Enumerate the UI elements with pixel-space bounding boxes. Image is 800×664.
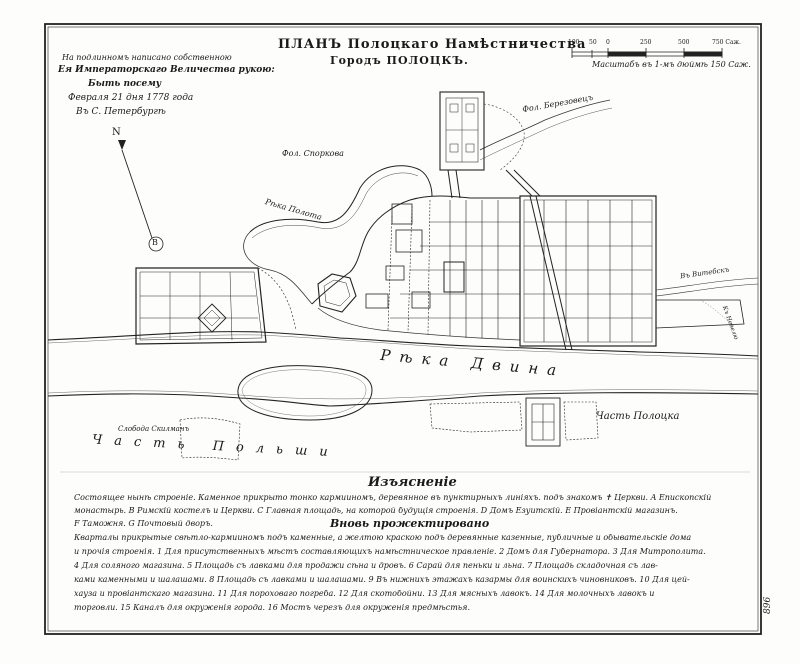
legend-line-8: хауза и провiантскаго магазина. 11 Для п… — [74, 590, 655, 598]
river-dvina-north-bank — [47, 331, 759, 357]
margin-note: 896 — [763, 596, 773, 614]
legend-line-1: Состоящее нынѣ строенiе. Каменное прикры… — [74, 494, 712, 502]
legend-line-6: 4 Для соляного магазина. 5 Площадь съ ла… — [74, 562, 658, 570]
northern-fortification — [439, 91, 485, 171]
old-town-outline — [311, 195, 521, 346]
map-frame — [44, 23, 762, 635]
scale-tick-0: 100 — [568, 39, 580, 46]
river-polota — [249, 165, 433, 233]
scale-tick-4: 500 — [678, 39, 690, 46]
compass-north-label: N — [112, 127, 121, 138]
southern-suburb — [179, 397, 599, 461]
river-dvina-south-bank — [47, 392, 759, 407]
approval-line-2: Ея Императорскаго Величества рукою: — [58, 65, 275, 75]
new-town-grid — [519, 195, 657, 351]
river-island — [237, 365, 373, 421]
legend-line-7: ками каменными и шалашами. 8 Площадь съ … — [74, 576, 690, 584]
map-title: ПЛАНЪ Полоцкаго Намѣстничества — [278, 37, 587, 52]
legend-line-5: и прочiя строенiя. 1 Для присутственныхъ… — [74, 548, 706, 556]
label-part-polotsk: Часть Полоцка — [596, 411, 680, 422]
scale-tick-3: 250 — [640, 39, 652, 46]
approval-line-1: На подлинномъ написано собственною — [62, 53, 232, 62]
legend-line-3: F Таможня. G Почтовый дворъ. — [74, 520, 213, 528]
legend-title: Изъясненiе — [368, 475, 457, 490]
map-subtitle: Городъ ПОЛОЦКЪ. — [330, 54, 469, 67]
scale-caption: Масштабъ въ 1-мъ дюймѣ 150 Саж. — [592, 60, 751, 69]
compass-point-label: B — [152, 238, 158, 247]
scale-tick-5: 750 Саж. — [712, 39, 741, 46]
approval-line-3: Быть посему — [88, 79, 162, 89]
central-grid — [387, 199, 520, 339]
label-sloboda-sporkova: Фол. Спорковa — [282, 149, 344, 158]
upper-castle — [317, 203, 465, 313]
compass-needle — [118, 140, 164, 252]
legend-subtitle: Вновь прожектировано — [330, 517, 490, 530]
legend-line-4: Кварталы прикрытые свѣтло-кармииномъ под… — [74, 534, 692, 542]
scale-bar — [571, 48, 723, 58]
scale-tick-2: 0 — [606, 39, 610, 46]
western-fortification — [135, 267, 297, 345]
legend-line-9: торговли. 15 Каналъ для окруженiя города… — [74, 604, 471, 612]
legend-line-2: монастырь. B Римскiй костелъ и Церкви. C… — [74, 507, 678, 515]
approval-line-4: Февраля 21 дня 1778 года — [68, 93, 194, 103]
scale-tick-1: 50 — [589, 39, 597, 46]
approval-line-5: Въ С. Петербургѣ — [76, 107, 166, 117]
label-sloboda-skilman: Слобода Скилманъ — [118, 425, 190, 433]
